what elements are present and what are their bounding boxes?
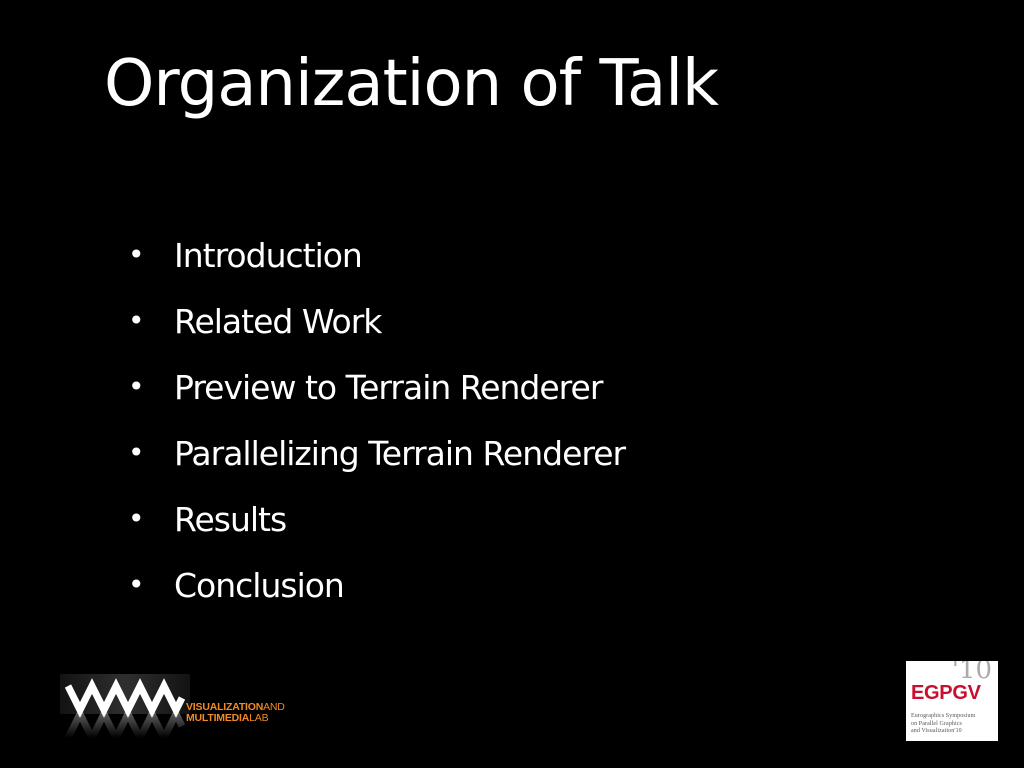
- bullet-label: Results: [174, 499, 287, 539]
- bullet-label: Introduction: [174, 235, 363, 275]
- conference-subtitle-line1: Eurographics Symposium: [911, 713, 976, 719]
- conference-subtitle-line2: on Parallel Graphics: [911, 720, 962, 727]
- lab-logo-line1: VISUALIZATION: [186, 701, 264, 713]
- bullet-icon: •: [128, 568, 145, 601]
- bullet-icon: •: [128, 304, 145, 337]
- conference-subtitle-line3: and Visualization'10: [911, 728, 962, 734]
- bullet-item-conclusion: • Conclusion: [128, 552, 625, 618]
- bullet-icon: •: [128, 502, 145, 535]
- conference-subtitle: Eurographics Symposium on Parallel Graph…: [911, 713, 995, 736]
- conference-badge: '10 EGPGV Eurographics Symposium on Para…: [906, 661, 998, 741]
- bullet-item-related-work: • Related Work: [128, 288, 625, 354]
- bullet-icon: •: [128, 436, 145, 469]
- lab-logo-text: VISUALIZATIONAND MULTIMEDIALAB: [186, 702, 285, 724]
- bullet-item-results: • Results: [128, 486, 625, 552]
- bullet-label: Parallelizing Terrain Renderer: [174, 433, 626, 473]
- conference-year: '10: [951, 661, 992, 685]
- bullet-item-preview: • Preview to Terrain Renderer: [128, 354, 625, 420]
- bullet-list: • Introduction • Related Work • Preview …: [128, 222, 626, 618]
- conference-name: EGPGV: [911, 682, 981, 704]
- bullet-label: Preview to Terrain Renderer: [174, 367, 603, 407]
- bullet-item-parallelizing: • Parallelizing Terrain Renderer: [128, 420, 626, 486]
- lab-logo-line1-suffix: AND: [263, 701, 285, 713]
- lab-logo-line2-suffix: LAB: [249, 712, 269, 724]
- lab-logo-line2: MULTIMEDIA: [186, 712, 250, 724]
- bullet-icon: •: [128, 370, 145, 403]
- bullet-icon: •: [128, 238, 145, 271]
- slide-title: Organization of Talk: [104, 47, 719, 121]
- bullet-item-introduction: • Introduction: [128, 222, 625, 288]
- lab-logo: VISUALIZATIONAND MULTIMEDIALAB: [60, 672, 300, 746]
- bullet-label: Conclusion: [174, 565, 345, 605]
- bullet-label: Related Work: [174, 301, 382, 341]
- lab-logo-mark-icon: [60, 674, 190, 746]
